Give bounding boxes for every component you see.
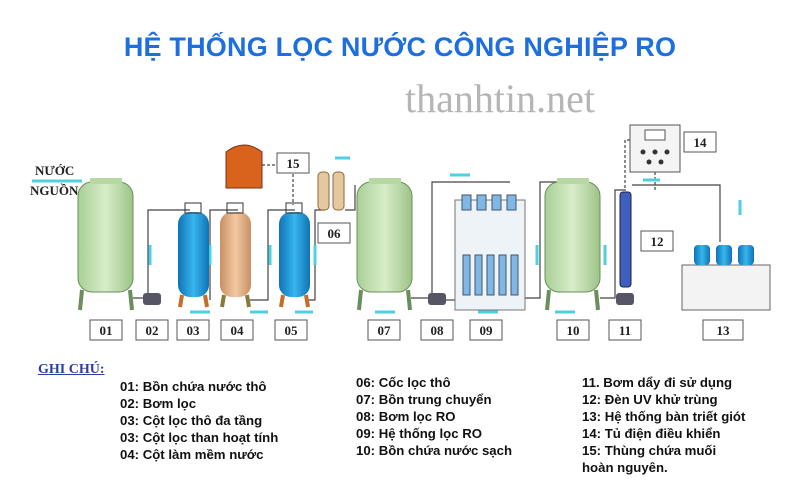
cartridge-filters [317, 171, 345, 211]
legend-heading: GHI CHÚ: [38, 362, 105, 377]
legend-item: 06: Cốc lọc thô [356, 375, 451, 390]
component-label: 06 [328, 226, 342, 241]
legend-item: 01: Bồn chứa nước thô [120, 379, 267, 394]
component-label: 14 [694, 135, 708, 150]
legend-column-2: 06: Cốc lọc thô 07: Bồn trung chuyển 08:… [356, 374, 512, 459]
source-label-1: NƯỚC [35, 163, 74, 178]
component-label: 03 [187, 323, 201, 338]
clean-water-tank [544, 178, 601, 311]
label-box-13 [702, 319, 744, 341]
legend-item: 14: Tủ điện điều khiển [582, 426, 721, 441]
component-label: 02 [146, 323, 159, 338]
label-box-14 [683, 131, 717, 153]
label-box-15 [276, 152, 310, 174]
dispensing-system [681, 245, 771, 311]
component-label: 05 [285, 323, 299, 338]
carbon-filter-column [220, 202, 251, 308]
legend-item: 08: Bơm lọc RO [356, 409, 456, 424]
label-box-02 [135, 319, 169, 341]
label-box-06 [317, 222, 351, 244]
label-box-08 [420, 319, 454, 341]
legend-item: 07: Bồn trung chuyển [356, 392, 492, 407]
component-label: 11 [619, 323, 631, 338]
component-labels: 01 02 03 04 05 06 07 08 09 10 11 12 13 14 15 [89, 131, 744, 341]
label-box-01 [89, 319, 123, 341]
component-label: 07 [378, 323, 392, 338]
label-box-09 [469, 319, 503, 341]
legend-item: 12: Đèn UV khử trùng [582, 392, 718, 407]
label-box-04 [220, 319, 254, 341]
legend-item: 04: Cột làm mềm nước [120, 447, 264, 462]
component-label: 01 [100, 323, 113, 338]
ro-system [454, 194, 526, 311]
control-panel [629, 124, 681, 173]
legend-item: 13: Hệ thống bàn triết giót [582, 409, 746, 424]
component-label: 10 [567, 323, 580, 338]
legend-column-3: 11. Bơm dẩy đi sử dụng 12: Đèn UV khử tr… [582, 374, 745, 476]
watermark: thanhtin.net [405, 76, 595, 121]
legend-item: hoàn nguyên. [582, 460, 668, 475]
page-title: HỆ THỐNG LỌC NƯỚC CÔNG NGHIỆP RO [123, 32, 677, 62]
component-label: 15 [287, 156, 301, 171]
label-box-05 [274, 319, 308, 341]
uv-lamp [619, 191, 632, 288]
label-box-11 [608, 319, 642, 341]
component-label: 13 [717, 323, 731, 338]
flow-arrows [32, 156, 742, 314]
multimedia-filter-column [178, 202, 209, 308]
legend-item: 10: Bồn chứa nước sạch [356, 443, 512, 458]
label-box-03 [176, 319, 210, 341]
component-label: 09 [480, 323, 494, 338]
label-box-07 [367, 319, 401, 341]
legend-item: 11. Bơm dẩy đi sử dụng [582, 375, 733, 390]
legend-item: 02: Bơm lọc [120, 396, 197, 411]
transfer-tank [356, 178, 413, 311]
label-box-10 [556, 319, 590, 341]
component-label: 08 [431, 323, 445, 338]
legend-column-1: 01: Bồn chứa nước thô 02: Bơm lọc 03: Cộ… [120, 378, 278, 463]
salt-tank [225, 144, 263, 189]
raw-water-tank [77, 178, 134, 311]
source-label-2: NGUỒN [30, 183, 79, 198]
legend-item: 03: Cột lọc thô đa tầng [120, 413, 263, 428]
component-label: 12 [651, 234, 664, 249]
legend-item: 15: Thùng chứa muối [582, 443, 717, 458]
component-label: 04 [231, 323, 245, 338]
softener-column [279, 202, 310, 308]
legend-item: 09: Hệ thống lọc RO [356, 426, 483, 441]
pumps [143, 293, 634, 305]
legend-item: 03: Cột lọc than hoạt tính [120, 430, 279, 445]
label-box-12 [640, 230, 674, 252]
